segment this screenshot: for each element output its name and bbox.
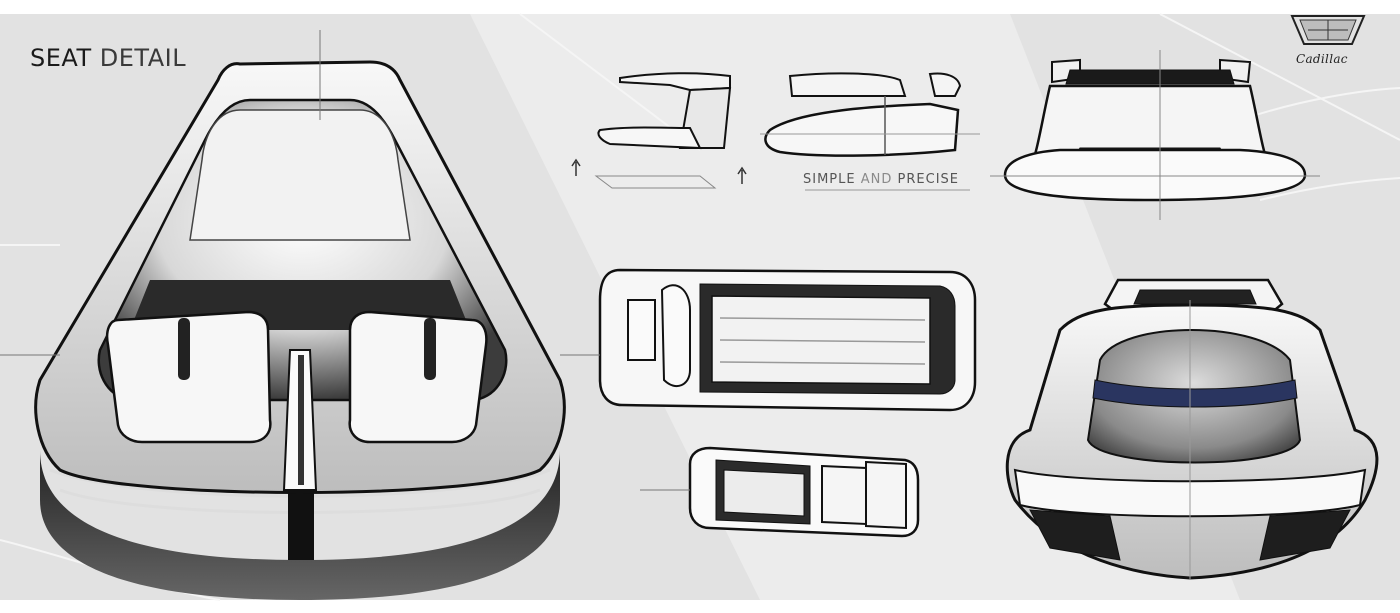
title-word-seat: SEAT [30,44,92,72]
top-view-sketch [560,268,977,412]
tagline: SIMPLE AND PRECISE [803,172,959,187]
small-top-view-sketch [640,446,920,538]
page-title: SEAT DETAIL [30,44,186,72]
tagline-word-simple: SIMPLE [803,172,856,187]
side-view-sketch-2 [760,72,980,191]
main-seat-sketch [0,30,566,600]
side-view-sketch-1 [571,72,747,189]
brand-name: Cadillac [1296,52,1348,66]
title-word-detail: DETAIL [99,44,187,72]
tagline-word-and: AND [860,172,893,187]
front-view-sketch [990,50,1320,220]
tagline-word-precise: PRECISE [897,172,959,187]
cadillac-crest-icon [1290,15,1366,45]
rear-view-sketch [1005,278,1379,580]
